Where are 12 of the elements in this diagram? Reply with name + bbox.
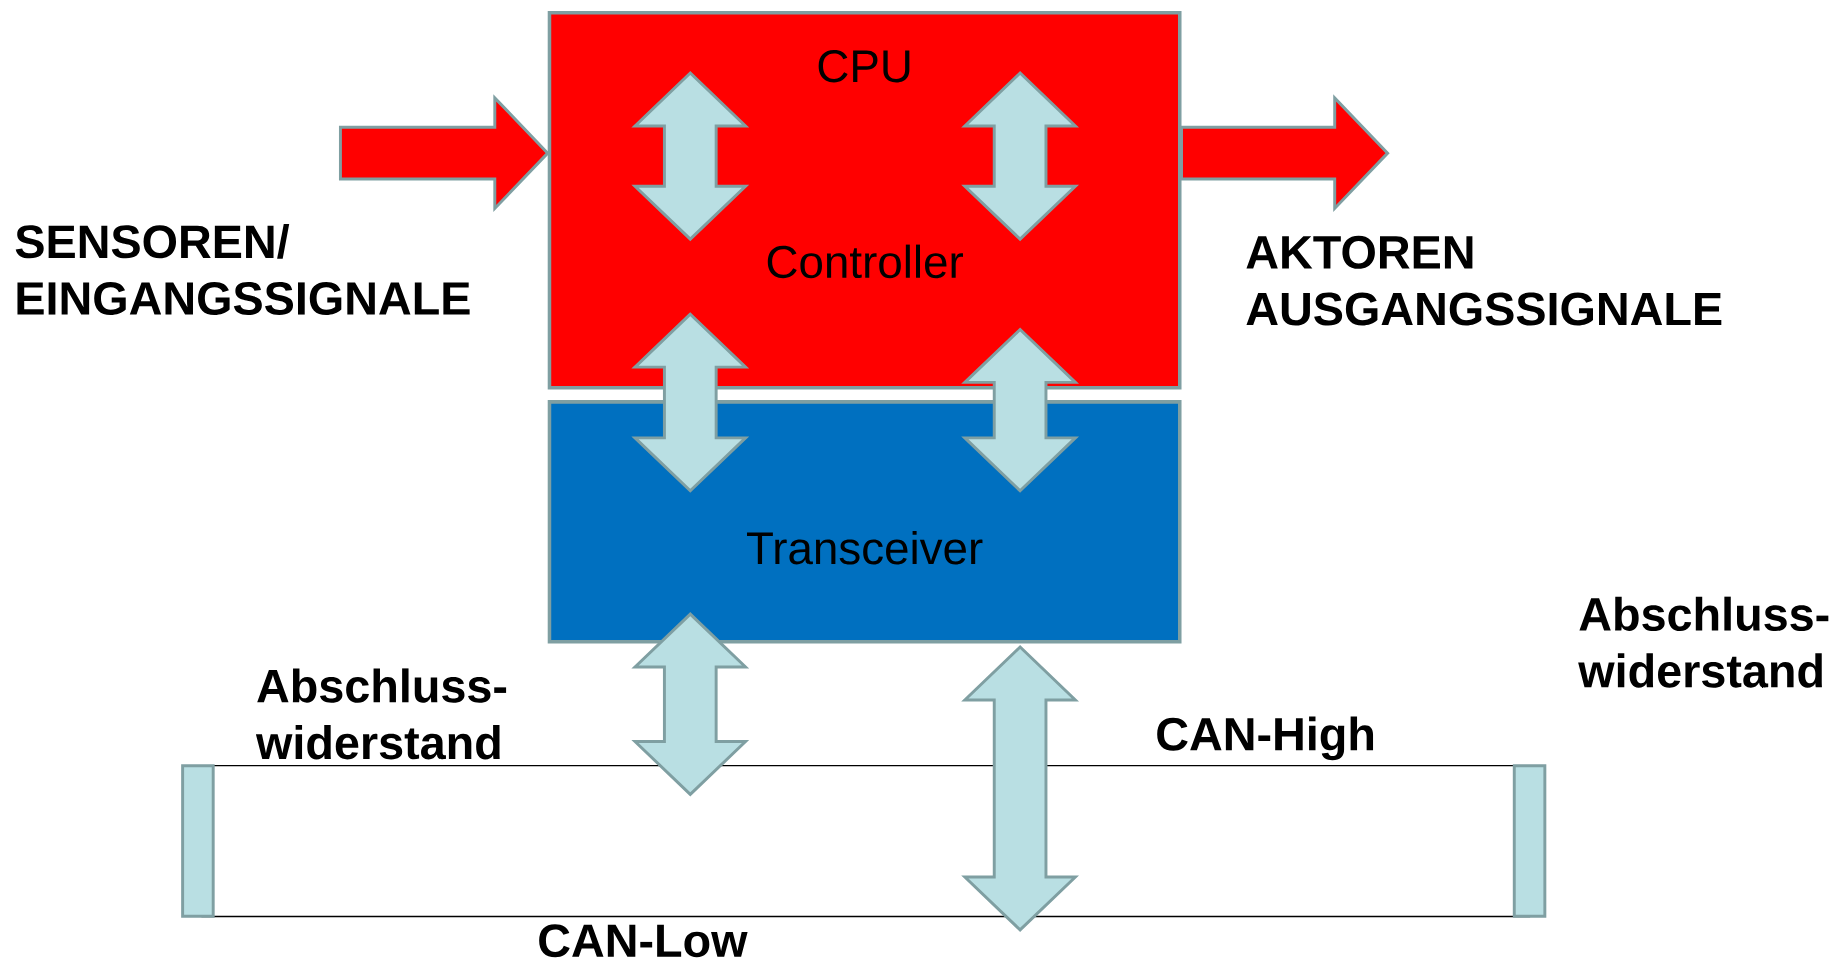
node-label: Abschluss- widerstand: [1578, 596, 1829, 688]
node-label: Abschluss- widerstand: [255, 668, 507, 760]
transceiver-box: Transceiver: [547, 399, 1182, 644]
block-arrow: [1180, 94, 1390, 212]
signal-label: SENSOREN/ EINGANGSSIGNALE: [15, 223, 470, 315]
block-arrow: [631, 312, 750, 493]
resistor-bar: Abschluss- widerstand: [1512, 596, 1829, 918]
signal-label: AKTOREN AUSGANGSSIGNALE: [1246, 235, 1722, 326]
resistor-bar: Abschluss- widerstand: [181, 668, 507, 918]
block-arrow: [338, 94, 550, 212]
bus-line: CAN-Low: [200, 915, 1531, 958]
block-arrow: [961, 327, 1079, 493]
